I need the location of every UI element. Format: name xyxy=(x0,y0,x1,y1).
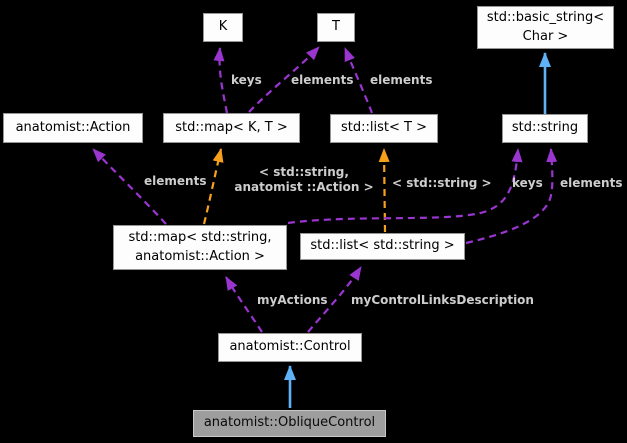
edge-mapsa-keys-string xyxy=(287,148,523,225)
edge-mapsa-elements-action xyxy=(92,148,167,225)
class-node-anatomist-control-label: anatomist::Control xyxy=(229,339,351,355)
class-node-k-label: K xyxy=(218,19,228,35)
class-node-anatomist-action[interactable]: anatomist::Action xyxy=(3,113,143,143)
edge-label-my-control-links: myControlLinksDescription xyxy=(351,293,534,307)
class-node-k[interactable]: K xyxy=(203,13,243,42)
class-node-map-kt-label: std::map< K, T > xyxy=(175,119,288,135)
class-node-std-string-label: std::string xyxy=(511,120,579,136)
edge-label-keys-top: keys xyxy=(231,73,262,87)
class-node-anatomist-control[interactable]: anatomist::Control xyxy=(218,333,362,362)
edge-label-elements-list-t: elements xyxy=(370,73,433,87)
edge-label-my-actions: myActions xyxy=(257,293,328,307)
class-node-t[interactable]: T xyxy=(317,13,355,42)
edge-mapkt-elements-t xyxy=(248,46,320,113)
class-node-list-t-label: std::list< T > xyxy=(341,120,427,136)
class-node-map-kt[interactable]: std::map< K, T > xyxy=(163,113,300,143)
edge-label-elements-string: elements xyxy=(560,176,623,190)
class-node-map-string-action[interactable]: std::map< std::string, anatomist::Action… xyxy=(113,225,287,270)
class-node-basic-string[interactable]: std::basic_string< Char > xyxy=(477,6,614,49)
class-node-anatomist-obliquecontrol: anatomist::ObliqueControl xyxy=(193,410,386,437)
class-node-std-string[interactable]: std::string xyxy=(502,114,588,143)
class-node-list-string-label: std::list< std::string > xyxy=(310,238,455,254)
edge-label-elements-action: elements xyxy=(144,174,207,188)
edge-control-mycontrollinks-lists xyxy=(307,266,362,333)
class-node-list-t[interactable]: std::list< T > xyxy=(330,114,438,143)
edge-label-template-list: < std::string > xyxy=(392,176,492,190)
class-node-anatomist-obliquecontrol-label: anatomist::ObliqueControl xyxy=(203,415,376,431)
edge-listt-elements-t xyxy=(343,47,374,114)
class-node-t-label: T xyxy=(332,19,340,35)
edge-label-keys-string: keys xyxy=(512,176,543,190)
edge-mapsa-template-mapkt xyxy=(202,148,224,225)
edge-lists-elements-string xyxy=(465,148,558,245)
edge-lists-template-listt xyxy=(378,148,390,233)
class-node-map-string-action-label: std::map< std::string, anatomist::Action… xyxy=(128,229,272,264)
edge-mapkt-keys-k xyxy=(213,47,229,114)
edge-label-template-map: < std::string, anatomist ::Action > xyxy=(234,165,374,195)
class-node-anatomist-action-label: anatomist::Action xyxy=(15,119,131,135)
class-node-basic-string-label: std::basic_string< Char > xyxy=(486,9,605,44)
edge-control-myactions-mapsa xyxy=(225,276,263,333)
edge-label-elements-map-t: elements xyxy=(291,73,354,87)
class-node-list-string[interactable]: std::list< std::string > xyxy=(300,233,465,260)
